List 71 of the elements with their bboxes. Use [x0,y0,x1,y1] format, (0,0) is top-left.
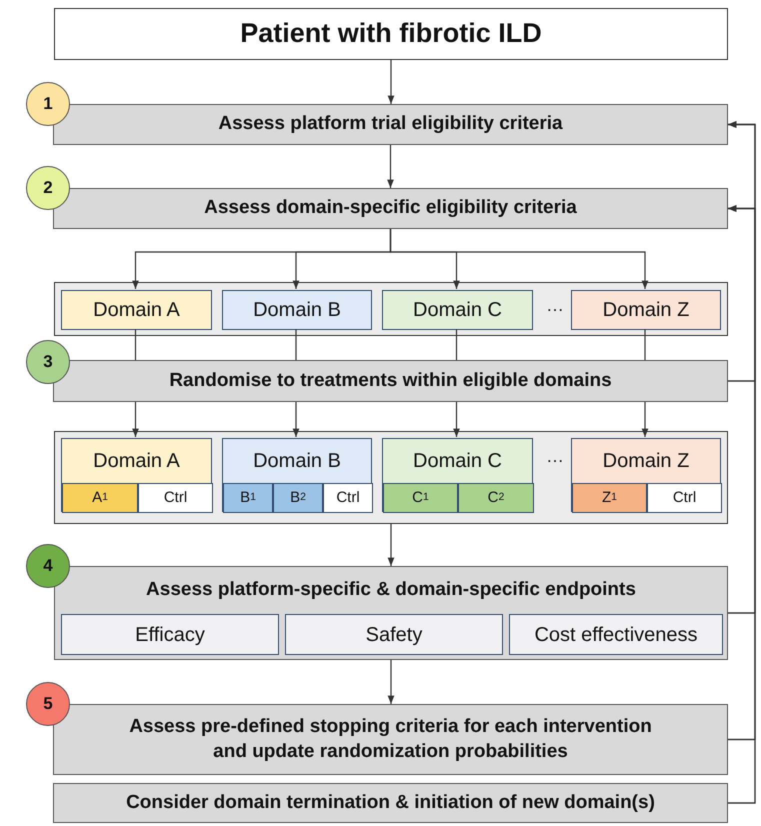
domain-label: Domain C [413,298,502,323]
step-circle [26,82,70,126]
treatment-cell [323,483,373,513]
start-box [54,8,728,60]
domain-box [61,438,212,512]
process-label: Assess platform trial eligibility criteria [218,112,563,136]
connector-arrow [387,145,394,188]
endpoint-box [285,614,503,655]
connector-arrow [388,660,394,704]
domain-box [571,290,721,330]
step-number: 4 [43,554,53,577]
process-label: Assess platform-specific & domain-specific endpoints [146,578,636,602]
treatment-label: Ctrl [672,488,696,508]
domain-label: Domain A [93,449,180,474]
treatment-cell [572,483,647,513]
endpoint-box [61,614,279,655]
treatment-label: Ctrl [164,488,188,508]
connector-arrow [388,524,394,566]
endpoint-label: Cost effectiveness [534,622,698,648]
treatment-cell [138,483,213,513]
endpoint-label: Safety [366,622,422,648]
domain-box [222,438,372,512]
process-label: Assess pre-defined stopping criteria for each intervention and update randomization probabilities [128,714,653,764]
treatment-cell [458,483,534,513]
treatment-cell [62,483,138,513]
domain-box [382,290,533,330]
endpoint-label: Efficacy [135,622,205,648]
domain-box [382,438,533,512]
treatment-cell [273,483,323,513]
ellipsis: … [546,446,564,467]
domain-label: Domain C [413,449,502,474]
connector-arrow [388,60,394,104]
step-number: 2 [43,176,53,199]
domain-label: Domain Z [602,449,690,474]
step-circle [26,340,70,384]
connector-arrow [642,402,648,437]
connector-arrow [390,229,648,289]
step-circle [26,544,70,588]
process-box [54,566,728,660]
panel-box [54,282,728,336]
process-box [53,704,728,775]
domain-label: Domain A [93,298,180,323]
process-box [53,104,728,145]
domain-box [222,290,372,330]
domain-label: Domain B [253,449,341,474]
step-number: 3 [43,350,53,373]
domain-box [571,438,721,512]
step-circle [26,166,70,210]
process-label: Randomise to treatments within eligible domains [169,368,612,393]
connector-arrow [453,402,460,437]
connector-arrow [132,402,139,437]
process-label: Consider domain termination & initiation of new domain(s) [126,790,655,815]
process-box [53,188,728,229]
domain-label: Domain Z [602,298,690,323]
treatment-cell [383,483,458,513]
box-label: Patient with fibrotic ILD [240,17,542,50]
treatment-cell [223,483,273,513]
process-box [53,783,728,823]
panel-box [54,431,728,524]
domain-box [61,290,212,330]
endpoint-box [509,614,723,655]
treatment-cell [647,483,722,513]
step-number: 1 [43,92,53,115]
treatment-label: Ctrl [336,488,360,508]
step-number: 5 [43,692,53,715]
step-circle [26,682,70,726]
domain-label: Domain B [253,298,341,323]
process-box [53,360,728,402]
process-label: Assess domain-specific eligibility criteria [204,196,577,220]
ellipsis: … [546,295,564,316]
connector-arrow [292,402,300,437]
